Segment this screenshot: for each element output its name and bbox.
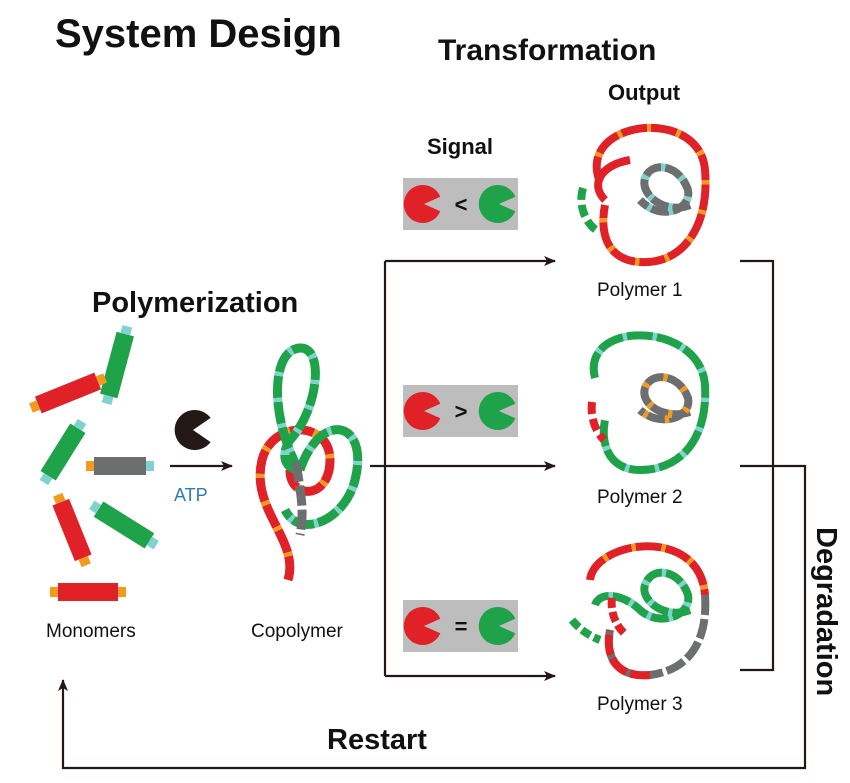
monomer-red-3 [50, 583, 126, 601]
signal-operator: > [455, 399, 468, 424]
green-enzyme-icon [478, 185, 516, 223]
polymer-1 [577, 123, 710, 267]
monomer-gray [86, 457, 154, 475]
enzyme-pacman-icon [174, 410, 211, 450]
signal-header: Signal [427, 134, 493, 159]
signal-box-1: < [403, 178, 518, 230]
copolymer-label: Copolymer [251, 621, 344, 642]
restart-label: Restart [327, 724, 427, 756]
polymer-3 [568, 542, 710, 680]
signal-operator: < [455, 192, 468, 217]
degradation-loop [58, 259, 807, 770]
red-enzyme-icon [403, 392, 441, 430]
signal-box-3: = [403, 600, 518, 652]
monomer-red-2 [52, 492, 92, 568]
output-header: Output [608, 80, 681, 105]
polymer-2-label: Polymer 2 [597, 487, 683, 508]
monomer-green-1 [100, 325, 134, 405]
signal-box-2: > [403, 385, 518, 437]
monomer-green-2 [39, 418, 87, 486]
monomer-red-1 [29, 372, 107, 414]
polymer-3-label: Polymer 3 [597, 694, 683, 715]
green-enzyme-icon [478, 392, 516, 430]
diagram-title: System Design [55, 12, 342, 56]
restart-arrow [58, 464, 807, 770]
signal-operator: = [455, 614, 468, 639]
transformation-connector [370, 256, 556, 681]
polymer-2 [587, 331, 710, 475]
transformation-label: Transformation [438, 34, 656, 67]
red-enzyme-icon [403, 185, 441, 223]
monomers-label: Monomers [46, 621, 136, 642]
atp-label: ATP [174, 485, 208, 505]
red-enzyme-icon [403, 607, 441, 646]
monomer-green-3 [89, 500, 159, 550]
polymerization-label: Polymerization [92, 287, 298, 319]
polymer-1-label: Polymer 1 [597, 280, 683, 301]
green-enzyme-icon [478, 607, 516, 646]
degradation-label: Degradation [810, 527, 842, 696]
monomers-group [29, 325, 159, 601]
copolymer-strand [255, 343, 363, 582]
